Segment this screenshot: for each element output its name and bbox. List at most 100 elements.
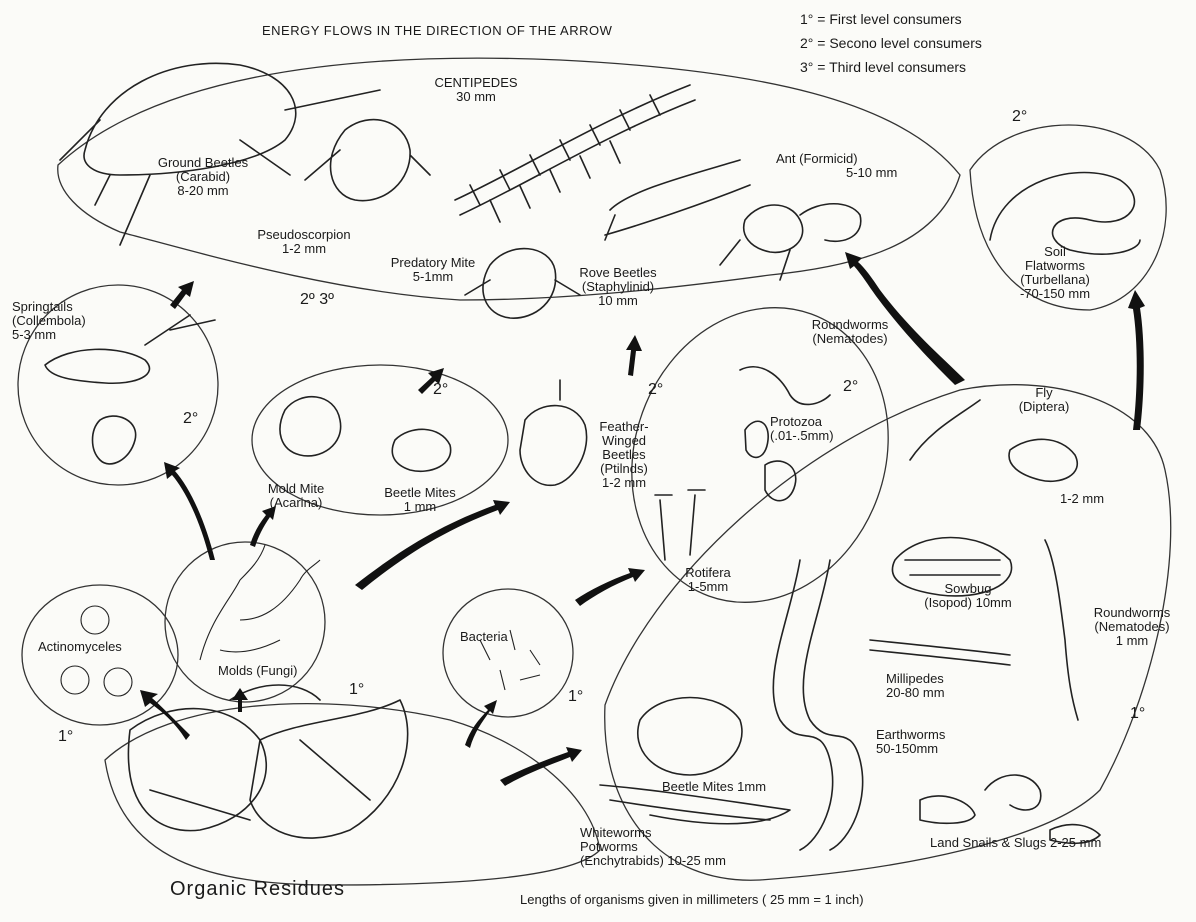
organism-name: Whiteworms: [580, 826, 726, 840]
feather-beetles-label: Feather- Winged Beetles (Ptilnds) 1-2 mm: [599, 420, 648, 490]
rotifera-label: Rotifera 1-5mm: [685, 566, 731, 594]
mold-mite-sketch: [280, 397, 451, 472]
organism-name: Beetle Mites: [384, 486, 456, 500]
organism-sub: (Enchytrabids) 10-25 mm: [580, 854, 726, 868]
organism-name: Land Snails & Slugs: [930, 835, 1046, 850]
level-marker: 1°: [349, 683, 364, 697]
protozoa-label: Protozoa (.01-.5mm): [770, 415, 834, 443]
organism-sub: (Nematodes): [812, 332, 889, 346]
level-marker: 1°: [58, 730, 73, 744]
level-marker: 2°: [1012, 110, 1027, 124]
bacteria-label: Bacteria: [460, 630, 508, 644]
leaf-litter-sketch: [128, 685, 407, 838]
arrow-large-to-flatworms: [1128, 290, 1145, 430]
mold-hyphae-sketch: [200, 545, 320, 660]
organism-sub: (Isopod) 10mm: [924, 596, 1011, 610]
predatory-mite-sketch: [465, 249, 580, 319]
organism-name: Roundworms: [812, 318, 889, 332]
level-marker: 2°: [183, 412, 198, 426]
organism-name: Predatory Mite: [391, 256, 476, 270]
legend-text: = First level consumers: [817, 11, 961, 27]
organic-residues-label: Organic Residues: [170, 882, 345, 896]
flatworm-sketch: [990, 173, 1140, 255]
fly-size-label: 1-2 mm: [1060, 492, 1104, 506]
arrow-residues-to-large: [500, 747, 582, 786]
level-marker: 2°: [433, 383, 448, 397]
organism-sub: (Staphylinid): [579, 280, 656, 294]
bacteria-boundary: [443, 589, 573, 717]
level-marker: 2°: [648, 383, 663, 397]
organism-name: Ground Beetles: [158, 156, 248, 170]
organism-name: Rove Beetles: [579, 266, 656, 280]
organism-sub: (Diptera): [1019, 400, 1070, 414]
organism-size: 5-1mm: [391, 270, 476, 284]
beetle-mites-top-label: Beetle Mites 1 mm: [384, 486, 456, 514]
organism-name: Winged: [599, 434, 648, 448]
organism-sub: (Collembola): [12, 314, 86, 328]
legend-text: = Secono level consumers: [817, 35, 982, 51]
centipedes-label: CENTIPEDES 30 mm: [434, 76, 517, 104]
millipede-sketch: [870, 640, 1010, 665]
arrow-feather-to-top: [626, 335, 642, 376]
organism-size: 30 mm: [434, 90, 517, 104]
legend-key: 3°: [800, 59, 813, 75]
footnote: Lengths of organisms given in millimeter…: [520, 893, 864, 907]
organism-sub: (Acarina): [268, 496, 324, 510]
organism-size: 1-2 mm: [599, 476, 648, 490]
snail-sketch: [920, 775, 1100, 843]
organism-size: -70-150 mm: [1020, 287, 1090, 301]
rotifera-sketch: [655, 490, 705, 560]
actinomycete-colony-1: [81, 606, 109, 634]
organism-sub: (Nematodes): [1094, 620, 1171, 634]
arrow-springtails-to-top: [170, 281, 194, 309]
legend-key: 2°: [800, 35, 813, 51]
level-marker: 1°: [568, 690, 583, 704]
organism-name: Millipedes: [886, 672, 945, 686]
beetle-mite-bottom-sketch: [638, 698, 742, 776]
roundworm-right-sketch: [1045, 540, 1078, 720]
earthworm-sketch: [773, 560, 862, 850]
organism-sub: (Ptilnds): [599, 462, 648, 476]
organism-name: Roundworms: [1094, 606, 1171, 620]
organism-name: Rotifera: [685, 566, 731, 580]
organism-size: 5-3 mm: [12, 328, 86, 342]
organism-name: CENTIPEDES: [434, 76, 517, 90]
organism-name: Sowbug: [924, 582, 1011, 596]
organism-size: 1 mm: [1094, 634, 1171, 648]
organism-name: Ant (Formicid): [776, 152, 897, 166]
ground-beetles-label: Ground Beetles (Carabid) 8-20 mm: [158, 156, 248, 198]
arrow-molds-to-springtails: [164, 462, 215, 560]
level-marker: 2º 3º: [300, 293, 334, 307]
pseudoscorpion-sketch: [305, 120, 430, 201]
rove-beetles-label: Rove Beetles (Staphylinid) 10 mm: [579, 266, 656, 308]
roundworms-top-label: Roundworms (Nematodes): [812, 318, 889, 346]
large-decomposers-boundary: [605, 385, 1171, 881]
organism-name: Flatworms: [1020, 259, 1090, 273]
organism-name: Fly: [1019, 386, 1070, 400]
arrow-residues-to-bacteria: [465, 700, 497, 748]
organism-name: Soil: [1020, 245, 1090, 259]
organism-name: Earthworms: [876, 728, 945, 742]
arrow-bacteria-to-rotifera: [575, 568, 645, 606]
arrow-molds-to-moldmite: [250, 506, 276, 547]
organism-name: Potworms: [580, 840, 726, 854]
organism-name: Feather-: [599, 420, 648, 434]
snails-label: Land Snails & Slugs 2-25 mm: [930, 836, 1101, 850]
organism-sub: (Turbellana): [1020, 273, 1090, 287]
organism-size: 5-10 mm: [776, 166, 897, 180]
centipede-sketch: [455, 85, 695, 222]
organism-sub: (Carabid): [158, 170, 248, 184]
organism-size: (.01-.5mm): [770, 429, 834, 443]
ant-sketch: [720, 204, 861, 280]
level-marker: 1°: [1130, 707, 1145, 721]
molds-label: Molds (Fungi): [218, 664, 297, 678]
organism-size: 1 mm: [384, 500, 456, 514]
organism-size: 50-150mm: [876, 742, 945, 756]
actinomycete-colony-2: [61, 666, 89, 694]
beetle-mites-bottom-label: Beetle Mites 1mm: [662, 780, 766, 794]
feather-beetle-sketch: [520, 380, 587, 485]
fly-label: Fly (Diptera): [1019, 386, 1070, 414]
legend-item-first: 1° = First level consumers: [800, 12, 962, 26]
residues-boundary: [105, 704, 600, 885]
